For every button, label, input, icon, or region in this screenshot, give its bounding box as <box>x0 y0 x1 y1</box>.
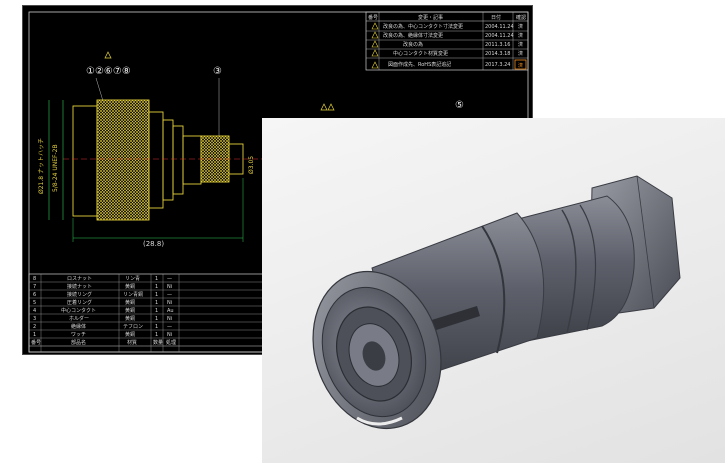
part-no: 1 <box>33 332 36 338</box>
part-name: 接続ナット <box>67 283 92 290</box>
part-qty: 1 <box>155 324 158 330</box>
part-qty: 1 <box>155 284 158 290</box>
revision-date: 2004.11.24 <box>485 24 514 30</box>
connector-3d-model <box>312 175 681 430</box>
part-finish: — <box>167 292 172 298</box>
part-material: リン青銅 <box>123 291 143 298</box>
part-no: 2 <box>33 324 36 330</box>
revision-table: 番号 変更・記事 日付 確認 改良の為、中心コンタクト寸法変更 2004.11.… <box>365 11 529 71</box>
part-no: 8 <box>33 276 36 282</box>
part-finish: — <box>167 276 172 282</box>
revision-check: 済 <box>518 41 523 48</box>
parts-header-name: 部品名 <box>71 339 86 346</box>
part-material: 黄銅 <box>125 315 135 322</box>
revision-text: 改良の為 <box>403 41 423 48</box>
part-material: リン青 <box>125 275 140 282</box>
part-no: 5 <box>33 300 36 306</box>
revision-check: 済 <box>518 32 523 39</box>
part-qty: 1 <box>155 276 158 282</box>
part-qty: 1 <box>155 332 158 338</box>
connector-side-view <box>63 99 263 221</box>
revision-text: 図面作成先、RoHS表記追記 <box>388 61 451 68</box>
part-qty: 1 <box>155 316 158 322</box>
part-qty: 1 <box>155 300 158 306</box>
revision-text: 改良の為、中心コンタクト寸法変更 <box>383 23 463 30</box>
parts-list: 8 ロスナット リン青 1 — 7 接続ナット 黄銅 1 Ni 6 接続リング … <box>28 273 280 353</box>
part-no: 7 <box>33 284 36 290</box>
revision-text: 中心コンタクト材質変更 <box>393 50 448 57</box>
revision-triangle-icon <box>104 51 112 59</box>
dim-thread: 5/8-24 UNEF-2B <box>52 144 59 192</box>
rev-header-check: 確認 <box>516 14 526 21</box>
part-name: ワッチ <box>71 332 86 338</box>
dim-diameter: Ø21.8 ナットハッチ <box>38 138 45 194</box>
part-finish: Ni <box>167 332 172 338</box>
part-name: 中心コンタクト <box>61 307 96 314</box>
revision-date: 2004.11.24 <box>485 33 514 39</box>
part-name: 圧着リング <box>67 299 92 306</box>
revision-check: 済 <box>518 62 523 69</box>
revision-date: 2011.3.16 <box>485 42 510 48</box>
bayonet-slot <box>422 306 480 333</box>
rev-header-no: 番号 <box>368 14 378 21</box>
part-material: 黄銅 <box>125 299 135 306</box>
revision-check: 済 <box>518 50 523 57</box>
dim-pin: Ø3.05 <box>248 156 255 174</box>
revision-triangle-icon <box>320 103 328 111</box>
revision-triangle-icon <box>327 103 335 111</box>
balloon-5: ⑤ <box>455 100 464 111</box>
parts-header-material: 材質 <box>127 339 137 346</box>
part-no: 6 <box>33 292 36 298</box>
balloon-3: ③ <box>213 66 222 77</box>
revision-date: 2014.3.18 <box>485 51 510 57</box>
rev-header-desc: 変更・記事 <box>418 14 443 21</box>
rev-header-date: 日付 <box>491 14 501 21</box>
cad-drawing-canvas: 番号 変更・記事 日付 確認 改良の為、中心コンタクト寸法変更 2004.11.… <box>28 11 529 353</box>
part-finish: Ni <box>167 316 172 322</box>
revision-triangle-icon <box>371 49 379 57</box>
part-qty: 1 <box>155 308 158 314</box>
part-name: 絶縁体 <box>71 323 86 330</box>
part-name: ロスナット <box>67 276 92 282</box>
part-no: 3 <box>33 316 36 322</box>
part-material: 黄銅 <box>125 283 135 290</box>
part-finish: — <box>167 324 172 330</box>
part-name: ホルダー <box>69 315 89 322</box>
part-no: 4 <box>33 308 36 314</box>
parts-header-qty: 数量 <box>153 339 163 346</box>
part-finish: Au <box>167 308 174 314</box>
part-name: 接続リング <box>67 291 92 298</box>
revision-triangle-icon <box>371 61 379 69</box>
parts-header-finish: 処理 <box>166 339 176 346</box>
revision-text: 改良の為、絶縁体寸法変更 <box>383 32 443 39</box>
dim-length: (28.8) <box>143 240 164 248</box>
revision-triangle-icon <box>371 31 379 39</box>
revision-triangle-icon <box>371 22 379 30</box>
parts-header-no: 番号 <box>31 339 41 346</box>
connector-3d-render <box>262 118 725 463</box>
center-pin <box>362 341 386 371</box>
current-revision-marker <box>514 59 527 70</box>
revision-triangle-icon <box>371 40 379 48</box>
balloon-main: ①②⑥⑦⑧ <box>86 66 131 77</box>
part-material: 黄銅 <box>125 331 135 338</box>
revision-date: 2017.3.24 <box>485 62 510 68</box>
revision-check: 済 <box>518 23 523 30</box>
part-material: 黄銅 <box>125 307 135 314</box>
part-qty: 1 <box>155 292 158 298</box>
part-finish: Ni <box>167 300 172 306</box>
ring-highlight <box>356 416 403 426</box>
part-material: テフロン <box>123 324 143 330</box>
part-finish: Ni <box>167 284 172 290</box>
